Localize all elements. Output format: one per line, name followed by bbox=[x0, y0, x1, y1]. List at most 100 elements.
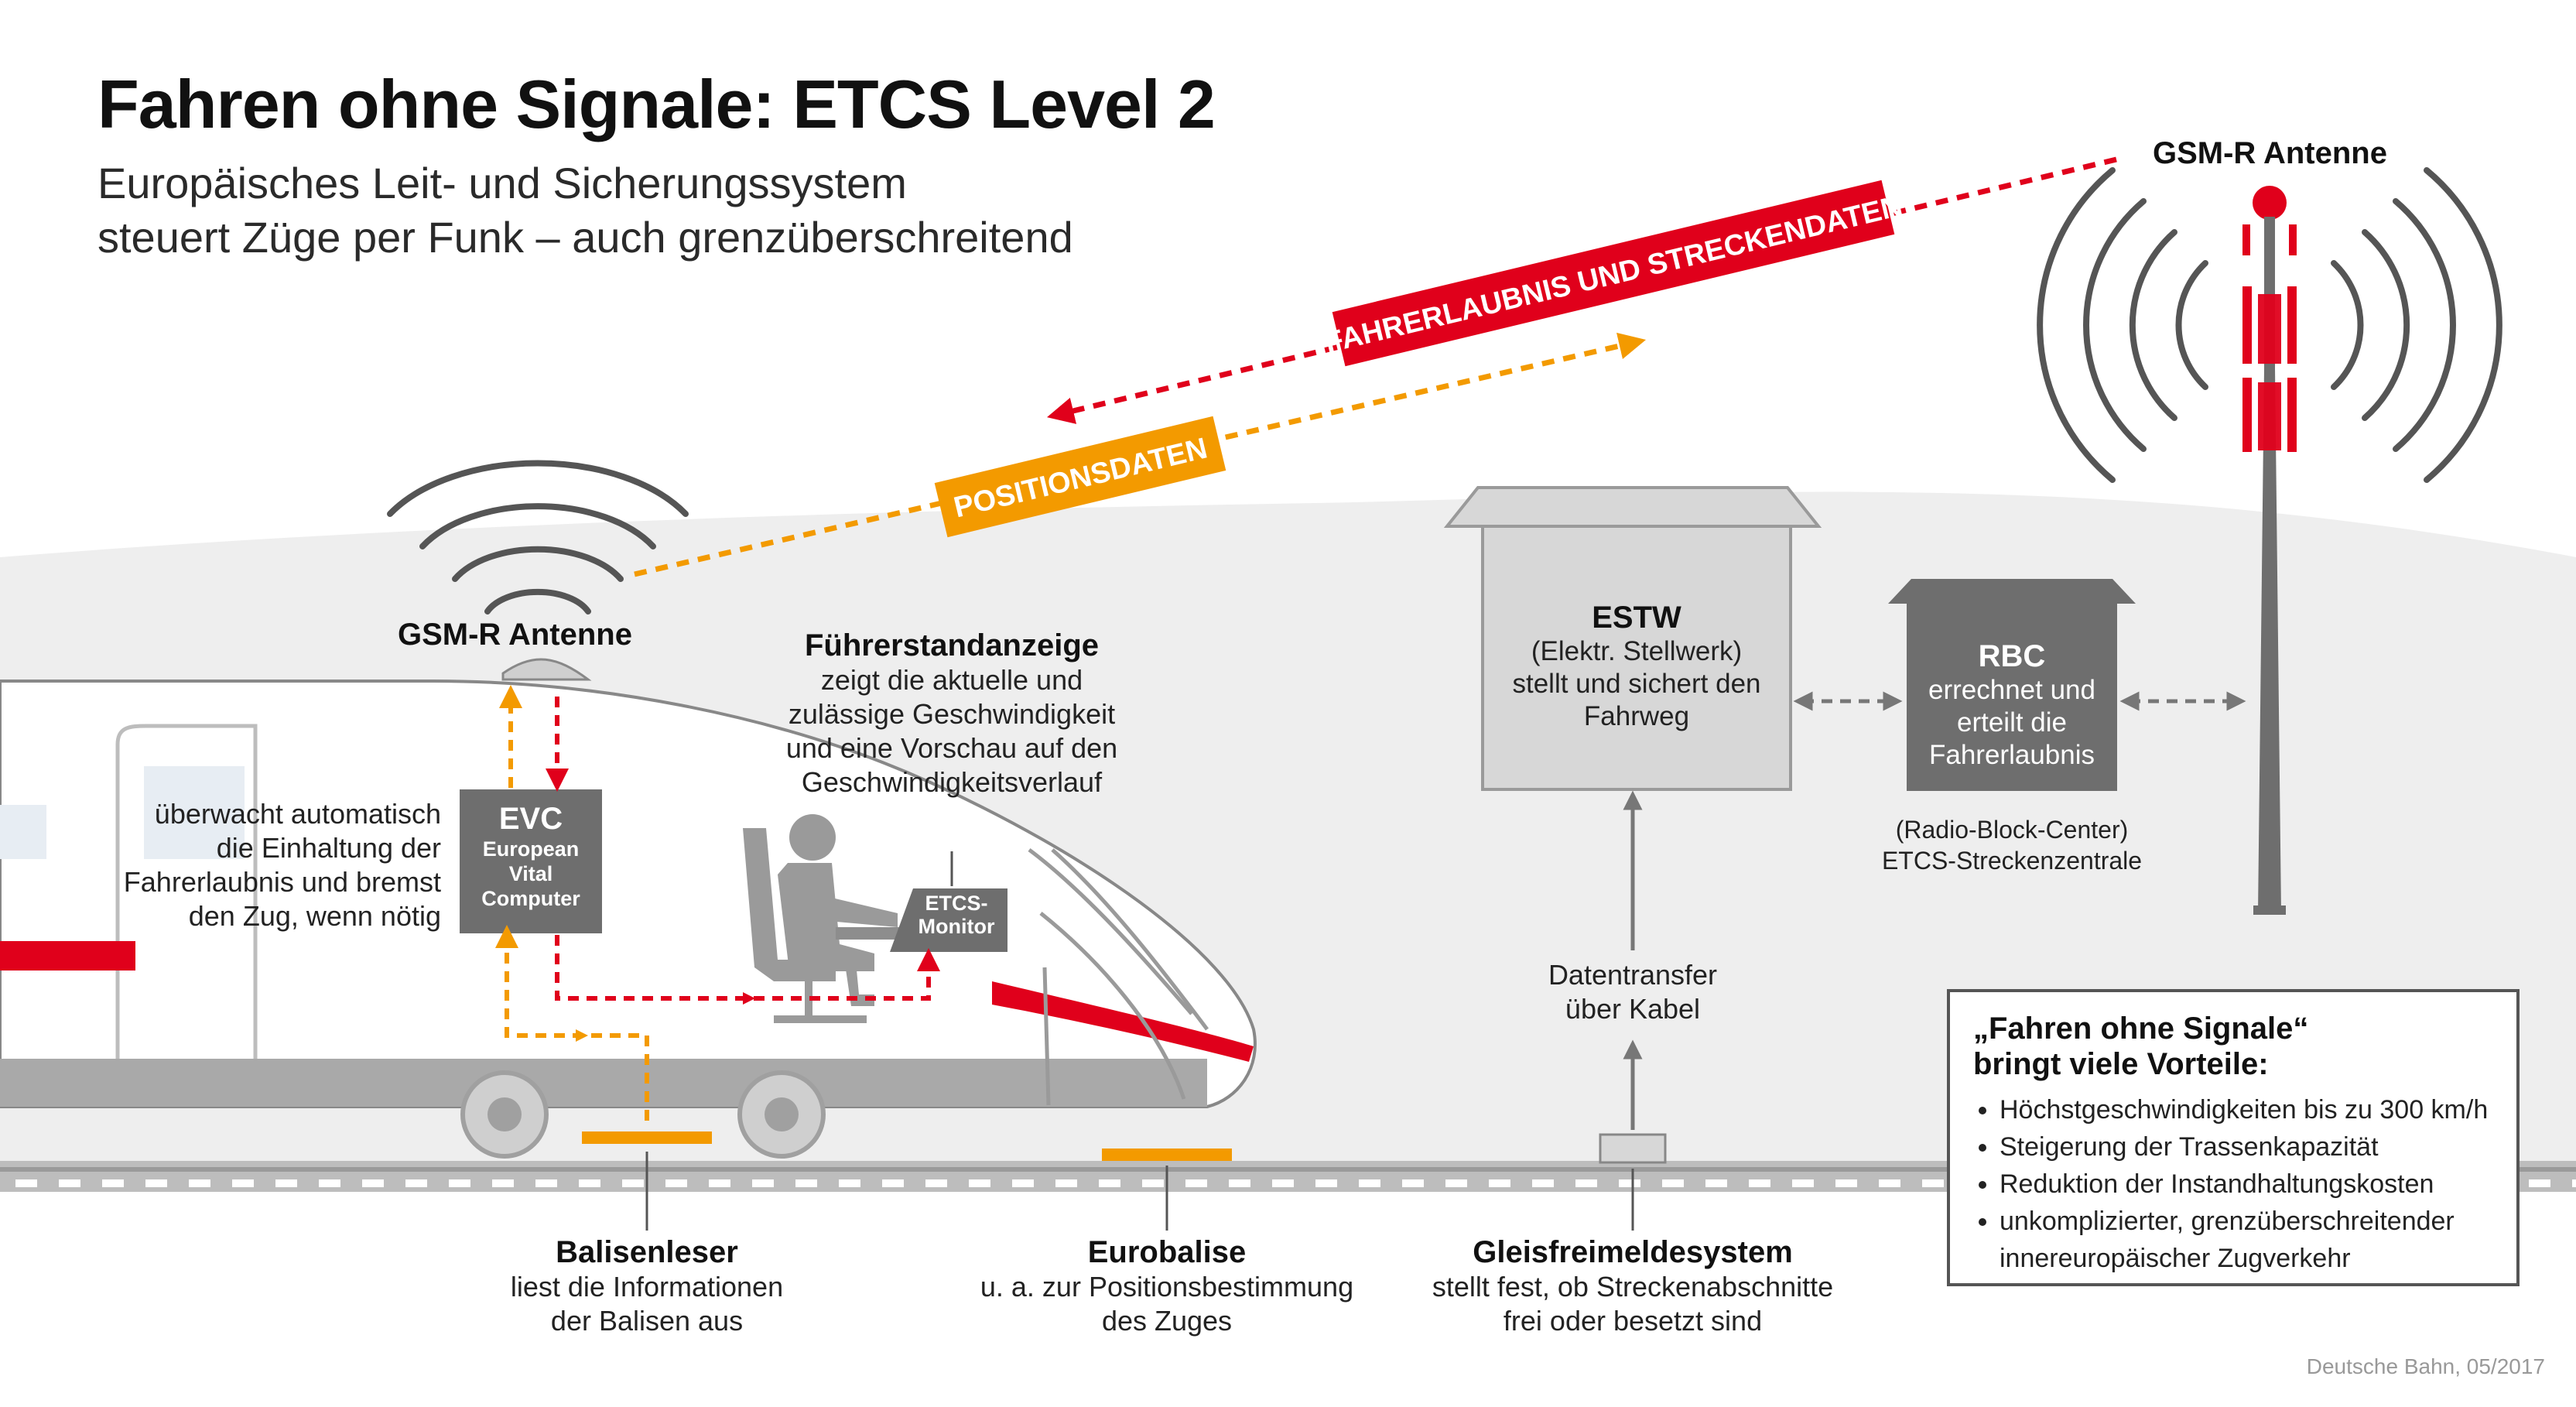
balise-arrow-midmarker bbox=[576, 1029, 588, 1042]
track-sleeper bbox=[1879, 1179, 1900, 1187]
driver-silhouette bbox=[743, 814, 952, 1023]
track-sleeper bbox=[1445, 1179, 1467, 1187]
tower-antenna-label: GSM-R Antenne bbox=[2153, 136, 2387, 170]
estw-building bbox=[1443, 486, 1822, 791]
track-sleeper bbox=[362, 1179, 384, 1187]
rbc-text: errechnet und erteilt die Fahrerlaubnis bbox=[1928, 675, 2095, 770]
estw-text: (Elektr. Stellwerk) stellt und sichert d… bbox=[1512, 636, 1761, 731]
track-sleeper bbox=[1229, 1179, 1250, 1187]
etcs-monitor-label: ETCS- Monitor bbox=[918, 892, 995, 938]
rbc-building bbox=[1888, 579, 2136, 791]
balisenleser-text: liest die Informationen der Balisen aus bbox=[510, 1271, 784, 1337]
rbc-label: RBC errechnet und erteilt die Fahrerlaub… bbox=[1907, 639, 2117, 772]
advantages-box: „Fahren ohne Signale“ bringt viele Vorte… bbox=[1947, 989, 2520, 1286]
track-sleeper bbox=[2529, 1179, 2550, 1187]
track-sleeper bbox=[579, 1179, 600, 1187]
track-sleeper bbox=[1619, 1179, 1640, 1187]
advantages-list: Höchstgeschwindigkeiten bis zu 300 km/h … bbox=[1973, 1091, 2493, 1277]
balisenleser-title: Balisenleser bbox=[556, 1235, 738, 1269]
advantages-title: „Fahren ohne Signale“ bringt viele Vorte… bbox=[1973, 1012, 2309, 1081]
advantage-item: Steigerung der Trassenkapazität bbox=[2000, 1128, 2493, 1166]
subtitle-line-2: steuert Züge per Funk – auch grenzübersc… bbox=[97, 213, 1073, 262]
eurobalise-label: Eurobalise u. a. zur Positionsbestimmung… bbox=[967, 1235, 1367, 1338]
track-sleeper bbox=[1402, 1179, 1424, 1187]
monitor-arrow-midmarker bbox=[743, 992, 755, 1005]
positionsdaten-arrow bbox=[634, 332, 1647, 577]
eurobalise-title: Eurobalise bbox=[1087, 1235, 1247, 1269]
fuehrerstandanzeige-text: zeigt die aktuelle und zulässige Geschwi… bbox=[785, 664, 1118, 798]
credit-line: Deutsche Bahn, 05/2017 bbox=[2306, 1354, 2545, 1378]
evc-box bbox=[460, 789, 602, 933]
track-sleeper bbox=[535, 1179, 557, 1187]
track-sleeper bbox=[665, 1179, 687, 1187]
eurobalise bbox=[1102, 1149, 1232, 1161]
track-sleeper bbox=[1489, 1179, 1510, 1187]
balisenleser-reader bbox=[582, 1131, 712, 1144]
track-sleeper bbox=[405, 1179, 427, 1187]
track-sleeper bbox=[839, 1179, 860, 1187]
track-sleeper bbox=[59, 1179, 80, 1187]
page-subtitle: Europäisches Leit- und Sicherungssystem … bbox=[97, 156, 1073, 265]
track-sleeper bbox=[752, 1179, 774, 1187]
advantage-item: unkomplizierter, grenzüberschreitender i… bbox=[2000, 1203, 2493, 1277]
evc-title: EVC bbox=[498, 802, 563, 836]
etcs-monitor-box bbox=[890, 888, 1007, 952]
track-sleeper bbox=[1272, 1179, 1294, 1187]
rbc-title: RBC bbox=[1978, 639, 2046, 673]
gleisfreimeldesystem-text: stellt fest, ob Streckenabschnitte frei … bbox=[1432, 1271, 1834, 1337]
track-sleeper bbox=[1749, 1179, 1770, 1187]
track-sleeper bbox=[882, 1179, 904, 1187]
advantage-item: Reduktion der Instandhaltungskosten bbox=[2000, 1166, 2493, 1203]
track-sleeper bbox=[189, 1179, 210, 1187]
track-sleeper bbox=[1142, 1179, 1164, 1187]
advantage-item: Höchstgeschwindigkeiten bis zu 300 km/h bbox=[2000, 1091, 2493, 1128]
track-sleeper bbox=[1532, 1179, 1554, 1187]
track-sleeper bbox=[449, 1179, 470, 1187]
track-sleeper bbox=[1099, 1179, 1120, 1187]
track-sleeper bbox=[925, 1179, 947, 1187]
train-antenna-waves bbox=[387, 460, 689, 614]
leader-lines bbox=[645, 1152, 1634, 1231]
evc-subtitle: European Vital Computer bbox=[481, 837, 580, 910]
fahrerlaubnis-banner-text: FAHRERLAUBNIS UND STRECKENDATEN bbox=[1322, 190, 1905, 360]
track-sleeper bbox=[1835, 1179, 1857, 1187]
track-sleeper bbox=[1315, 1179, 1337, 1187]
evc-label: EVC European Vital Computer bbox=[460, 802, 602, 911]
track-sleeper bbox=[1792, 1179, 1814, 1187]
cable-transfer-label: Datentransfer über Kabel bbox=[1548, 959, 1718, 1025]
estw-title: ESTW bbox=[1592, 601, 1681, 635]
fuehrerstandanzeige-title: Führerstandanzeige bbox=[804, 628, 1100, 662]
fuehrerstandanzeige-label: Führerstandanzeige zeigt die aktuelle un… bbox=[782, 628, 1122, 799]
track-sleeper bbox=[622, 1179, 644, 1187]
track-sleeper bbox=[319, 1179, 340, 1187]
track-sleeper bbox=[1575, 1179, 1597, 1187]
track-sleeper bbox=[275, 1179, 297, 1187]
rbc-caption: (Radio-Block-Center) ETCS-Streckenzentra… bbox=[1881, 816, 2143, 875]
track-sleeper bbox=[709, 1179, 730, 1187]
track-sleeper bbox=[492, 1179, 514, 1187]
track-sleeper bbox=[1662, 1179, 1684, 1187]
balisenleser-label: Balisenleser liest die Informationen der… bbox=[464, 1235, 830, 1338]
track-sleeper bbox=[102, 1179, 124, 1187]
ice-train bbox=[0, 658, 1257, 1159]
eurobalise-text: u. a. zur Positionsbestimmung des Zuges bbox=[980, 1271, 1354, 1337]
track-sleeper bbox=[15, 1179, 37, 1187]
track-sleeper bbox=[232, 1179, 254, 1187]
track-sleeper bbox=[1922, 1179, 1944, 1187]
gleisfreimeldesystem-label: Gleisfreimeldesystem stellt fest, ob Str… bbox=[1407, 1235, 1859, 1338]
track-sleeper bbox=[2572, 1179, 2576, 1187]
train-antenna-label: GSM-R Antenne bbox=[398, 618, 632, 652]
track-sleeper bbox=[145, 1179, 167, 1187]
track-sleeper bbox=[969, 1179, 990, 1187]
track-sleeper bbox=[1705, 1179, 1727, 1187]
track-sleeper bbox=[1055, 1179, 1077, 1187]
track-sleeper bbox=[1359, 1179, 1380, 1187]
track-sleeper bbox=[1185, 1179, 1207, 1187]
fahrerlaubnis-banner: FAHRERLAUBNIS UND STRECKENDATEN bbox=[1322, 180, 1906, 367]
gleisfreimeldesystem-title: Gleisfreimeldesystem bbox=[1473, 1235, 1793, 1269]
estw-label: ESTW (Elektr. Stellwerk) stellt und sich… bbox=[1483, 601, 1791, 733]
subtitle-line-1: Europäisches Leit- und Sicherungssystem bbox=[97, 159, 907, 207]
gleisfreimeld-sensor bbox=[1599, 1133, 1667, 1164]
gsm-r-tower bbox=[2037, 167, 2502, 915]
